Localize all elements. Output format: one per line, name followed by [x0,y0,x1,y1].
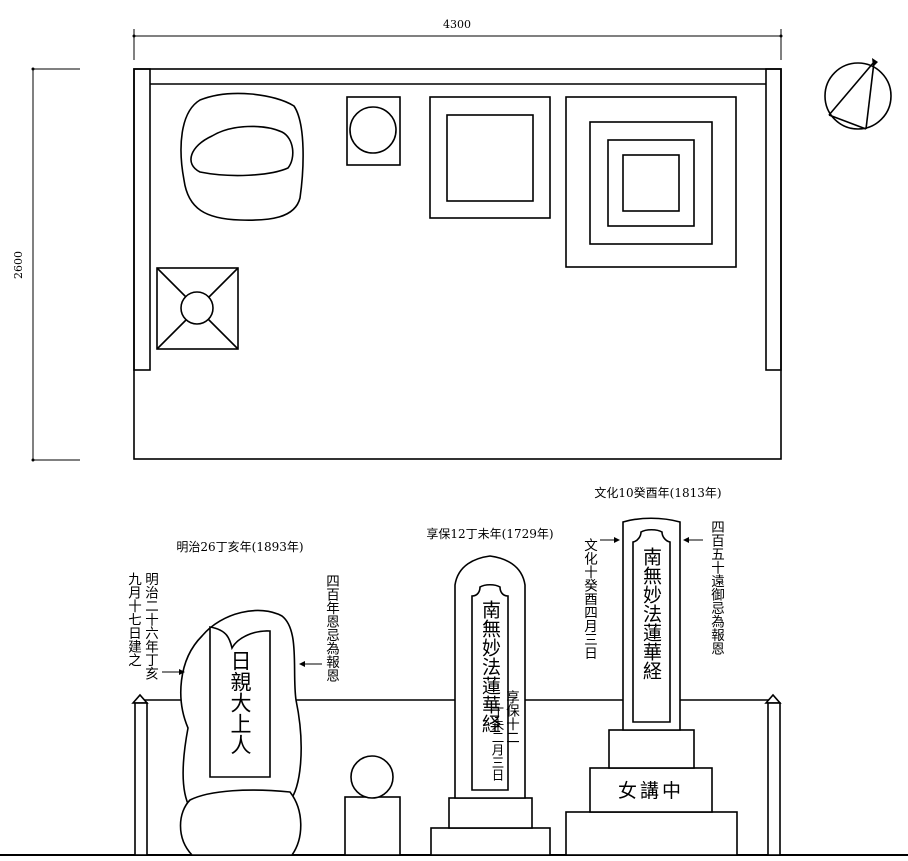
width-dimension: 4300 [132,18,783,60]
elevation-view: 明治26丁亥年(1893年) 明治二十六年丁亥 九月十七日建之 日親大上人 四百… [0,485,908,856]
left-monument: 明治26丁亥年(1893年) 明治二十六年丁亥 九月十七日建之 日親大上人 四百… [125,540,340,856]
fence-post-left [131,693,149,856]
center-monument-front-inscription: 南無妙法蓮華経 [479,600,501,733]
right-monument-base-inscription: 女講中 [618,780,684,802]
plan-view: 4300 2600 [12,18,892,462]
center-side-inscription-line2: 丁未二月三日 [490,706,505,781]
center-side-inscription-line1: 享保十二 [503,689,520,744]
arrow-icon [162,669,185,675]
arrow-icon [299,661,322,667]
site-outline [133,68,782,460]
right-monument-left-inscription: 文化十癸酉四月三日 [581,538,598,660]
left-monument-side-inscription: 明治二十六年丁亥 九月十七日建之 [125,572,159,681]
round-stone-elevation [344,755,401,856]
center-monument-plan [429,96,551,219]
left-monument-date: 明治26丁亥年(1893年) [176,540,303,554]
arrow-icon [683,537,703,543]
round-stone-plan [346,96,401,166]
left-side-inscription-line2: 九月十七日建之 [125,572,142,668]
left-side-inscription-line1: 明治二十六年丁亥 [142,572,159,680]
arrow-icon [600,537,620,543]
center-monument: 享保12丁未年(1729年) 南無妙法蓮華経 享保十二 丁未二月三日 [426,526,554,856]
width-dimension-label: 4300 [443,18,471,31]
right-monument-right-inscription: 四百五十遠御忌為報恩 [708,520,725,655]
left-monument-back-inscription: 四百年恩忌為報恩 [323,574,340,682]
right-monument-plan [565,96,737,268]
right-monument: 文化10癸酉年(1813年) 文化十癸酉四月三日 南無妙法蓮華経 四百五十遠御忌… [565,485,738,856]
right-monument-front-inscription: 南無妙法蓮華経 [640,547,662,680]
fence-post-right [764,693,782,856]
natural-stone-plan [180,92,304,221]
right-curb [765,68,782,371]
left-monument-front-inscription: 日親大上人 [228,650,252,755]
left-curb [133,68,151,371]
center-monument-date: 享保12丁未年(1729年) [426,526,553,541]
lantern-plan [156,267,239,350]
north-arrow-icon [824,58,892,130]
depth-dimension-label: 2600 [12,251,25,279]
right-monument-date: 文化10癸酉年(1813年) [594,485,721,500]
depth-dimension: 2600 [12,67,80,462]
